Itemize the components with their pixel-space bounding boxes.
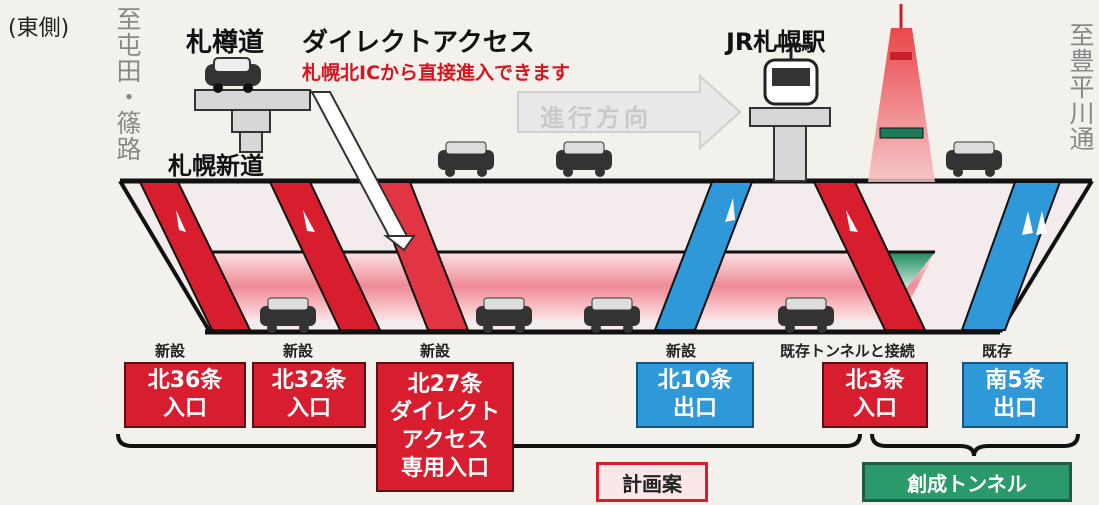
satsukaru-label: 札樽道 xyxy=(186,28,265,58)
tag-1: 新設 xyxy=(155,342,186,360)
tv-tower-icon xyxy=(868,4,935,182)
ramp-box-kita36: 北36条入口 xyxy=(124,362,246,428)
ramp-kita32 xyxy=(268,181,382,331)
tag-4: 新設 xyxy=(666,342,697,360)
jr-station-overpass xyxy=(749,107,831,182)
direct-access-label: ダイレクトアクセス xyxy=(302,28,535,58)
destination-right: 至豊平川通 xyxy=(1066,22,1095,152)
tag-6: 既存 xyxy=(982,342,1013,360)
sosei-tunnel-label: 創成トンネル xyxy=(862,462,1072,502)
ramp-minami5 xyxy=(960,181,1062,331)
surface-car-icons xyxy=(438,141,1002,177)
ramp-kita36 xyxy=(138,181,252,331)
destination-left: 至屯田・篠路 xyxy=(113,6,142,162)
satsukaru-overpass xyxy=(194,89,311,153)
tunnel-car-icons xyxy=(260,297,834,333)
side-label: (東側) xyxy=(8,16,70,41)
direct-access-arrow xyxy=(310,91,416,252)
ramp-kita10 xyxy=(653,181,754,331)
ramp-box-kita10: 北10条出口 xyxy=(636,362,754,428)
plan-label: 計画案 xyxy=(596,462,708,502)
tag-5: 既存トンネルと接続 xyxy=(780,342,915,360)
direction-label: 進行方向 xyxy=(540,104,652,132)
plan-brace xyxy=(116,433,1080,457)
tag-3: 新設 xyxy=(420,342,451,360)
direction-arrow xyxy=(517,73,742,151)
tag-2: 新設 xyxy=(283,342,314,360)
ramp-box-minami5: 南5条出口 xyxy=(962,362,1068,428)
ramp-kita3 xyxy=(812,181,927,331)
direct-access-note: 札幌北ICから直接進入できます xyxy=(302,62,571,84)
car-icon xyxy=(205,57,261,93)
ramp-box-kita27: 北27条ダイレクトアクセス専用入口 xyxy=(376,362,514,492)
jr-station-label: JR札幌駅 xyxy=(726,28,826,56)
shindo-label: 札幌新道 xyxy=(168,152,264,180)
ramp-box-kita32: 北32条入口 xyxy=(252,362,366,428)
train-icon xyxy=(763,44,819,106)
ramp-box-kita3: 北3条入口 xyxy=(822,362,928,428)
